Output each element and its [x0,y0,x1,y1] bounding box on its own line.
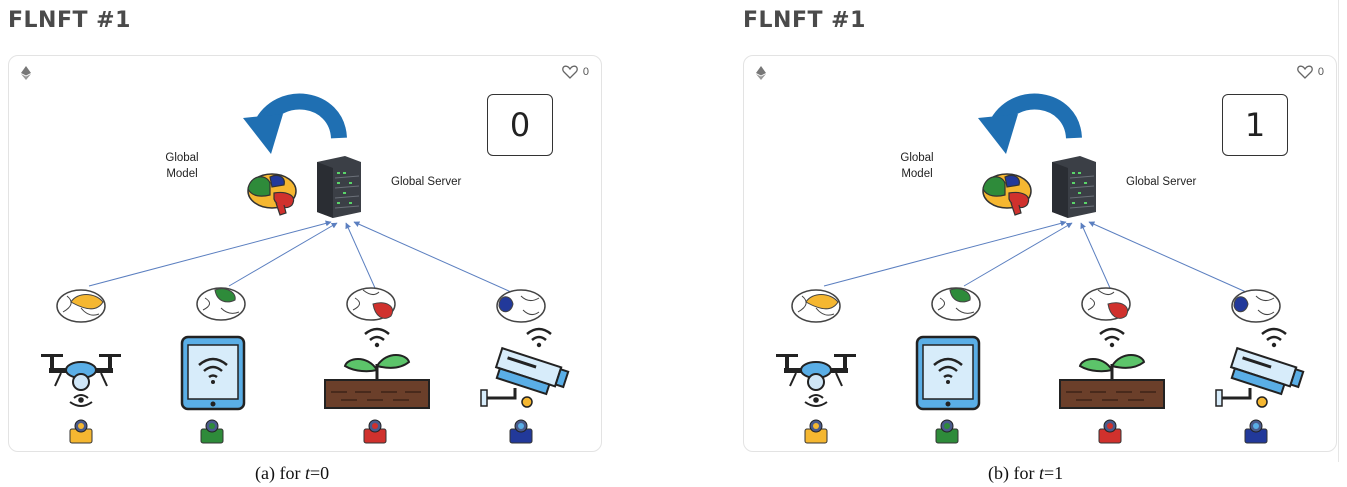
caption-value: =1 [1044,463,1064,483]
wifi-icon [1099,327,1125,341]
brain-icon [1081,287,1131,321]
heart-icon [1297,65,1313,79]
brain-icon [496,289,546,323]
wifi-icon [69,394,93,407]
plant-icon [324,327,430,409]
plant-icon [1059,327,1165,409]
brain-icon [931,287,981,321]
wifi-icon [933,357,963,379]
brain-icon [982,173,1032,216]
fl-diagram [41,93,570,444]
server-icon [317,156,361,218]
tablet-icon [915,335,981,411]
brain-icon [196,287,246,321]
panel-b: FLNFT #1 0 1 Global Model Global Server [735,0,1347,462]
caption-b: (b) for t=1 [988,463,1063,484]
global-model-label: Global Model [900,152,934,180]
round-counter: 1 [1222,94,1288,156]
likes-count: 0 [582,66,589,78]
drone-icon [776,354,856,407]
ethereum-icon [756,66,766,80]
wifi-icon [198,357,228,379]
nft-title: FLNFT #1 [743,8,866,33]
panel-a: FLNFT #1 0 0 Global Model Global Server [0,0,620,462]
drone-icon [41,354,121,407]
global-model-label: Global Model [165,152,199,180]
wallet-icon [935,419,959,444]
nft-title: FLNFT #1 [8,8,131,33]
divider [1338,0,1339,462]
camera-icon [480,327,570,408]
wallet-icon [1098,419,1122,444]
global-server-label: Global Server [391,176,462,188]
caption-var: t [1038,463,1044,483]
brain-icon [247,173,297,216]
nft-card[interactable]: 0 0 Global Model Global Server [8,55,602,452]
brain-icon [346,287,396,321]
brain-icon [791,289,841,323]
wifi-icon [364,327,390,341]
nft-card[interactable]: 0 1 Global Model Global Server [743,55,1337,452]
heart-icon [562,65,578,79]
likes[interactable]: 0 [1297,65,1324,79]
round-counter: 0 [487,94,553,156]
wallet-icon [200,419,224,444]
camera-icon [1215,327,1305,408]
server-icon [1052,156,1096,218]
wallet-icon [1244,419,1268,444]
edges [823,220,1247,293]
likes-count: 0 [1317,66,1324,78]
wallet-icon [509,419,533,444]
refresh-arrow-icon [978,93,1082,154]
tablet-icon [180,335,246,411]
ethereum-icon [21,66,31,80]
refresh-arrow-icon [243,93,347,154]
wallet-icon [363,419,387,444]
caption-value: =0 [309,463,330,483]
caption-prefix: (b) for [988,463,1039,483]
brain-icon [56,289,106,323]
wifi-icon [526,327,552,341]
global-server-label: Global Server [1126,176,1197,188]
wifi-icon [1261,327,1287,341]
wifi-icon [804,394,828,407]
edges [88,220,512,293]
caption-prefix: (a) for [255,463,305,483]
likes[interactable]: 0 [562,65,589,79]
fl-diagram [776,93,1305,444]
wallet-icon [69,419,93,444]
wallet-icon [804,419,828,444]
caption-a: (a) for t=0 [255,463,329,484]
brain-icon [1231,289,1281,323]
caption-var: t [304,463,310,483]
